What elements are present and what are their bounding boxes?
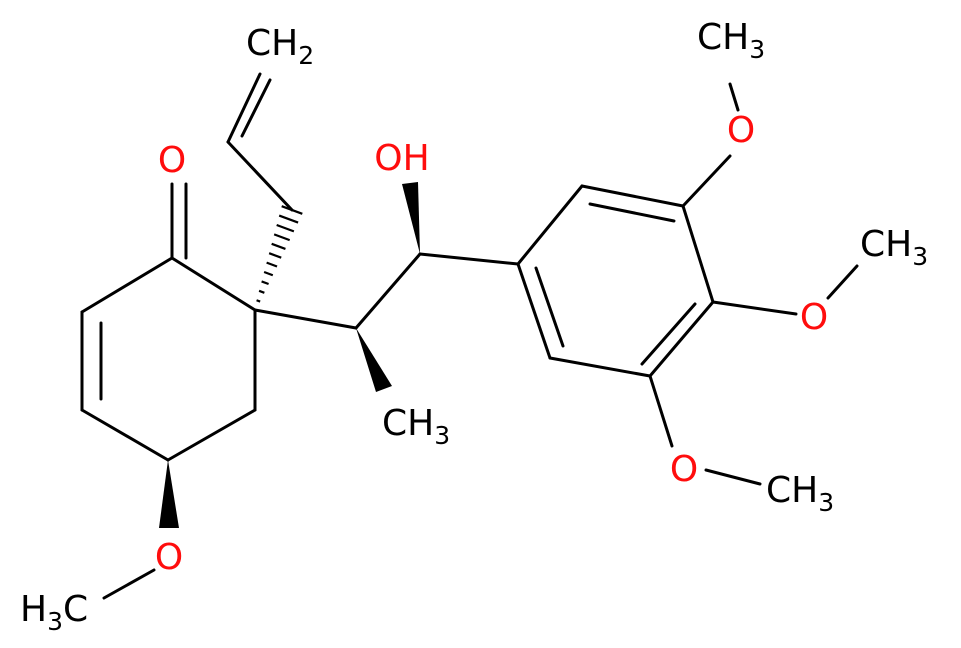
- cyclohexenone-ring: [80, 256, 257, 462]
- bond-o-methyl-ring: [102, 568, 156, 600]
- aryl-methoxy-mid-methyl-label: CH3: [860, 224, 928, 271]
- hash-segment: [256, 299, 261, 303]
- bond-ar5-ar6: [548, 356, 652, 378]
- bond-ar4-ar5-inner: [640, 302, 697, 366]
- allyl-chain: [226, 72, 294, 212]
- hash-segment: [278, 214, 299, 224]
- ring-methoxy-oxygen-label: O: [155, 537, 183, 578]
- bond-cb-aryl: [418, 252, 520, 266]
- ring-methoxy-methyl-label: H3C: [20, 589, 88, 636]
- aromatic-ring: [516, 184, 715, 378]
- branch-methyl-label: CH3: [382, 403, 450, 450]
- bond-allyl-ch2-ch: [226, 140, 294, 212]
- bond-allyl-vinyl-double: [240, 78, 272, 138]
- bond-allyl-vinyl: [226, 72, 262, 144]
- hash-segment: [273, 233, 291, 242]
- bond-ar3-o-top: [681, 154, 732, 208]
- methoxy-wedge-bond: [159, 460, 179, 528]
- hash-segment: [258, 289, 265, 294]
- bond-c4-c5: [166, 408, 257, 462]
- methyl-wedge-bond: [356, 328, 392, 392]
- hash-segment: [263, 270, 274, 277]
- bond-c6-c1: [170, 256, 257, 312]
- hash-segment: [276, 223, 295, 233]
- hydroxyl-wedge-bond: [402, 182, 420, 254]
- hash-segment: [268, 252, 282, 259]
- hash-segment: [261, 280, 269, 286]
- bond-ar2-ar3: [580, 184, 685, 208]
- bond-ar1-ar2: [516, 184, 584, 266]
- bond-ar2-ar3-inner: [588, 202, 676, 223]
- hash-segment: [266, 261, 278, 268]
- bond-c6-ca: [253, 308, 358, 330]
- ketone-double-bond: [170, 182, 188, 260]
- aryl-methoxy-bot-oxygen-label: O: [670, 449, 698, 490]
- aryl-methoxy-top-methyl-label: CH3: [697, 17, 765, 64]
- bond-o-methyl-top: [728, 82, 740, 112]
- vinyl-ch2-label: CH2: [246, 23, 314, 70]
- aryl-methoxy-bot-methyl-label: CH3: [766, 470, 834, 517]
- allyl-hash-bond: [256, 205, 303, 303]
- aryl-methoxy-top-oxygen-label: O: [727, 110, 755, 151]
- bond-o-methyl-mid: [826, 264, 859, 300]
- bond-ar6-ar1: [516, 262, 552, 360]
- bond-ar5-o-bot: [648, 374, 674, 448]
- side-chain: [253, 252, 520, 330]
- aryl-methoxy-mid-oxygen-label: O: [800, 297, 828, 338]
- bond-ar4-ar5: [648, 300, 715, 378]
- bond-ar6-ar1-inner: [534, 266, 565, 348]
- bond-ar4-o-mid: [711, 300, 798, 316]
- ketone-oxygen-label: O: [158, 140, 186, 181]
- bond-o-methyl-bot: [704, 468, 762, 486]
- hydroxyl-label: OH: [374, 138, 429, 179]
- bond-c1-c2: [80, 256, 174, 314]
- bond-ar3-ar4: [681, 204, 715, 304]
- bond-c3-c4: [80, 408, 170, 462]
- bond-ca-cb: [354, 252, 422, 330]
- hash-segment: [271, 242, 286, 250]
